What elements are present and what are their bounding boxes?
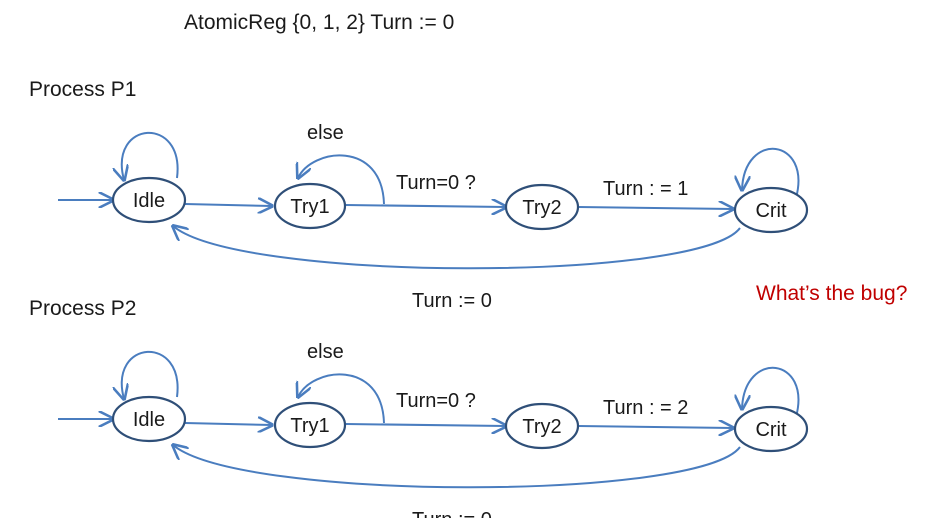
else-loop — [298, 373, 385, 424]
try2-to-crit-edge — [577, 426, 733, 428]
try1-to-try2-edge — [345, 424, 506, 426]
state-crit — [733, 186, 809, 234]
crit-to-idle-edge — [173, 445, 741, 489]
guard-label: Turn=0 ? — [396, 172, 476, 194]
idle-to-try1-edge — [184, 204, 272, 206]
reset-label: Turn := 0 — [412, 290, 492, 312]
state-idle-label: Idle — [133, 190, 165, 212]
state-crit-label: Crit — [755, 419, 787, 441]
idle-to-try1-edge — [184, 423, 272, 425]
else-loop — [298, 154, 385, 205]
state-try1 — [273, 401, 347, 449]
process-p2: Process P2 Idle Try1 Try2 Crit else Turn… — [29, 297, 809, 518]
bug-question: What’s the bug? — [756, 282, 907, 305]
state-try2 — [504, 402, 580, 450]
state-idle — [111, 395, 187, 443]
state-crit-label: Crit — [755, 200, 787, 222]
state-try1 — [273, 182, 347, 230]
process-title: Process P1 — [29, 78, 136, 101]
idle-self-loop — [122, 131, 179, 180]
register-declaration: AtomicReg {0, 1, 2} Turn := 0 — [184, 11, 454, 34]
crit-to-idle-edge — [173, 226, 741, 270]
state-try2-label: Try2 — [522, 197, 561, 219]
crit-self-loop — [742, 367, 800, 418]
try2-to-crit-edge — [577, 207, 733, 209]
guard-label: Turn=0 ? — [396, 390, 476, 412]
assign-label: Turn : = 2 — [603, 397, 688, 419]
else-label: else — [307, 341, 344, 363]
state-try2-label: Try2 — [522, 416, 561, 438]
state-try1-label: Try1 — [290, 196, 329, 218]
process-title: Process P2 — [29, 297, 136, 320]
reset-label: Turn := 0 — [412, 509, 492, 518]
state-crit — [733, 405, 809, 453]
state-try1-label: Try1 — [290, 415, 329, 437]
idle-self-loop — [122, 350, 179, 399]
else-label: else — [307, 122, 344, 144]
state-idle-label: Idle — [133, 409, 165, 431]
try1-to-try2-edge — [345, 205, 506, 207]
assign-label: Turn : = 1 — [603, 178, 688, 200]
crit-self-loop — [742, 148, 800, 199]
state-try2 — [504, 183, 580, 231]
process-p1: Process P1 Idle Try1 Try2 Crit else Turn… — [29, 78, 809, 312]
state-idle — [111, 176, 187, 224]
